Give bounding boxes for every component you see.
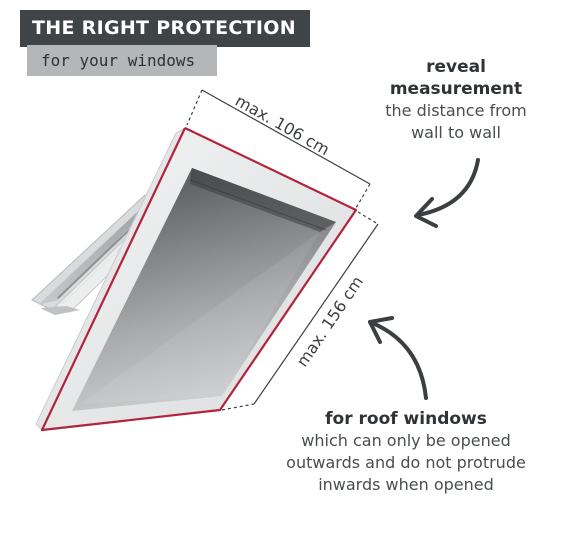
reveal-text-line2: wall to wall <box>411 123 501 142</box>
reveal-heading-line2: measurement <box>389 79 523 99</box>
page-subtitle: for your windows <box>27 45 218 76</box>
roof-arrow-icon <box>368 316 428 400</box>
height-dimension <box>221 211 379 411</box>
roof-heading: for roof windows <box>325 409 487 429</box>
width-dimension <box>186 89 371 209</box>
screen-mesh <box>72 168 336 411</box>
page-title: THE RIGHT PROTECTION <box>20 10 310 47</box>
reveal-arrow-icon <box>414 158 480 228</box>
reveal-outline <box>40 127 358 432</box>
reveal-text-line1: the distance from <box>385 101 527 120</box>
roof-text-line1: which can only be opened <box>301 431 511 450</box>
roof-annotation: for roof windows which can only be opene… <box>262 408 550 496</box>
reveal-heading-line1: reveal <box>426 57 486 77</box>
roof-text-line2: outwards and do not protrude <box>286 453 526 472</box>
reveal-annotation: reveal measurement the distance from wal… <box>365 56 547 144</box>
roof-text-line3: inwards when opened <box>318 475 494 494</box>
width-label: max. 106 cm <box>232 91 333 159</box>
